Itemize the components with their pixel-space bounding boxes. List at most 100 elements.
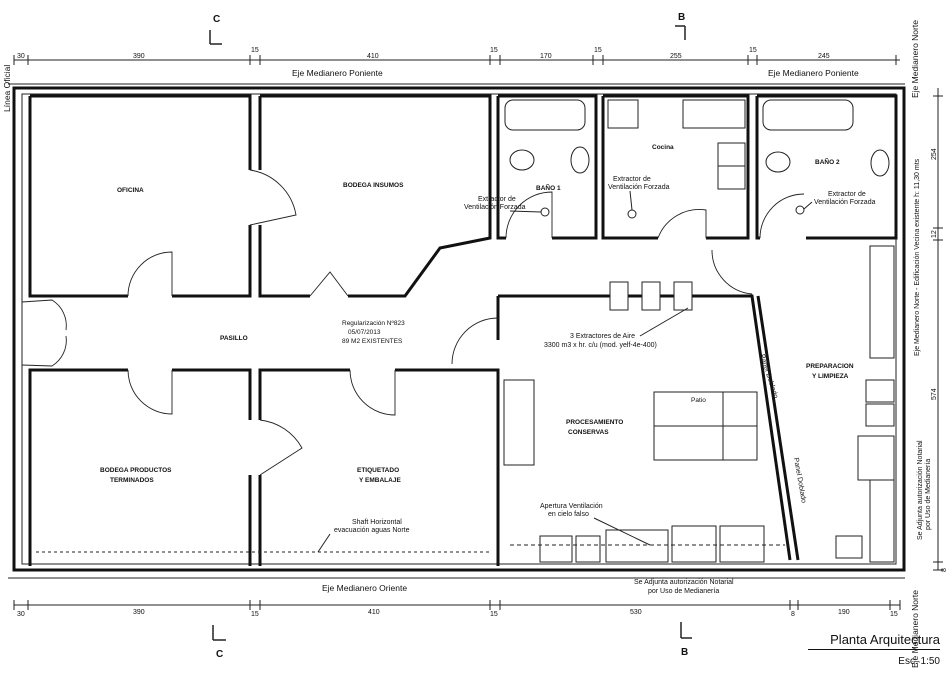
wall-panel-doble [756, 295, 800, 561]
sink-icon [865, 403, 895, 427]
note-apertura: Apertura Ventilación [540, 503, 603, 510]
toilet-icon [870, 149, 890, 177]
wall-etiquetado [258, 368, 500, 566]
title-underline [808, 649, 940, 650]
note-extractor: Extractor de [828, 191, 866, 198]
note-adjunta-norte: Se Adjunta autorización Notarial [917, 440, 924, 540]
note-regularizacion: Regularización Nº823 [342, 320, 405, 327]
wall-bodega-productos [28, 368, 252, 566]
sink-icon [765, 151, 791, 173]
entry-door [21, 299, 67, 367]
counter-icon [605, 529, 669, 563]
room-label-cocina: Cocina [652, 144, 674, 151]
dim-label: 15 [890, 611, 898, 618]
counter-icon [719, 525, 765, 563]
dim-label: 574 [931, 388, 938, 400]
fan-icon [627, 209, 637, 219]
extractor-icon [641, 281, 661, 311]
dim-label: 15 [490, 611, 498, 618]
room-label-bodega-insumos: BODEGA INSUMOS [343, 182, 404, 189]
note-adjunta-oriente: por Uso de Medianería [648, 588, 719, 595]
sink-icon [835, 535, 863, 559]
section-label: B [678, 12, 685, 23]
dim-label: 390 [133, 53, 145, 60]
bathtub-icon [504, 99, 586, 131]
room-label-bodega-productos: BODEGA PRODUCTOS [100, 467, 172, 474]
sink-icon [539, 535, 573, 563]
dim-label: 15 [594, 47, 602, 54]
counter-icon [503, 379, 535, 466]
section-marker-b-bottom: B [680, 622, 692, 658]
door-swing [759, 193, 805, 239]
door-swing [711, 249, 753, 295]
dim-label: 15 [490, 47, 498, 54]
section-label: C [213, 14, 220, 25]
sink-icon [509, 149, 535, 171]
note-edificacion-vecina: Eje Medianero Norte - Edificación Vecina… [914, 158, 921, 356]
dim-label: 15 [749, 47, 757, 54]
title-block: Planta Arquitectura Esc. 1:50 [800, 632, 940, 667]
outer-wall [12, 86, 906, 572]
room-label-bodega-productos: TERMINADOS [110, 477, 154, 484]
note-extracciones: 3 Extractores de Aire [570, 333, 635, 340]
sink-icon [865, 379, 895, 403]
fan-icon [540, 207, 550, 217]
note-panel-doble: Panel Doblado [792, 457, 807, 504]
note-adjunta-norte: por Uso de Medianería [925, 459, 932, 530]
note-patio: Patio [691, 397, 706, 404]
sink-icon [575, 535, 601, 563]
wall-bodega-insumos [258, 94, 492, 298]
dim-label: 8 [941, 568, 948, 572]
door-swing [349, 369, 396, 416]
axis-label-linea-oficial: Línea Oficial [2, 65, 12, 112]
room-label-bano-2: BAÑO 2 [815, 157, 840, 166]
note-shaft: evacuación aguas Norte [334, 527, 410, 534]
door-swing [309, 271, 349, 297]
dim-label: 410 [367, 53, 379, 60]
note-extractor: Extractor de [613, 176, 651, 183]
bathtub-icon [762, 99, 854, 131]
door-swing [127, 369, 173, 415]
inner-wall-line [21, 93, 897, 565]
section-label: C [216, 649, 223, 660]
wall-bano-1 [496, 94, 598, 240]
note-regularizacion: 05/07/2013 [348, 329, 381, 336]
wall-cocina [601, 94, 750, 240]
note-extractor: Ventilación Forzada [464, 204, 526, 211]
extractor-icon [609, 281, 629, 311]
fan-icon [795, 205, 805, 215]
note-extractor: Ventilación Forzada [814, 199, 876, 206]
note-extractor: Ventilación Forzada [608, 184, 670, 191]
room-label-preparacion: Y LIMPIEZA [812, 373, 849, 380]
door-swing [657, 209, 707, 239]
door-swing [505, 191, 553, 239]
axis-label-norte: Eje Medianero Norte [910, 590, 920, 668]
axis-label-poniente: Eje Medianero Poniente [768, 68, 859, 78]
room-label-pasillo: PASILLO [220, 335, 248, 342]
plan-scale: Esc. 1:50 [898, 656, 940, 667]
note-apertura: en cielo falso [548, 511, 589, 518]
room-label-bano-1: BAÑO 1 [536, 183, 561, 192]
dim-label: 390 [133, 609, 145, 616]
dimension-chain-top: 30 390 15 410 15 170 15 255 15 245 [13, 47, 900, 65]
section-label: B [681, 647, 688, 658]
dim-label: 8 [791, 611, 795, 618]
note-regularizacion: 89 M2 EXISTENTES [342, 338, 403, 345]
section-marker-c-bottom: C [212, 625, 226, 660]
axis-label-norte: Eje Medianero Norte [910, 20, 920, 98]
dim-label: 255 [670, 53, 682, 60]
note-shaft: Shaft Horizontal [352, 519, 402, 526]
room-label-preparacion: PREPARACION [806, 363, 854, 370]
counter-icon [682, 99, 746, 129]
door-swing [259, 419, 303, 476]
door-swing [249, 169, 297, 226]
dim-label: 190 [838, 609, 850, 616]
section-marker-c-top: C [209, 14, 222, 45]
dim-label: 30 [17, 611, 25, 618]
counter-icon [671, 525, 717, 563]
dim-label: 410 [368, 609, 380, 616]
room-label-etiquetado: Y EMBALAJE [359, 477, 401, 484]
counter-icon [869, 479, 895, 563]
door-swing [451, 317, 499, 365]
